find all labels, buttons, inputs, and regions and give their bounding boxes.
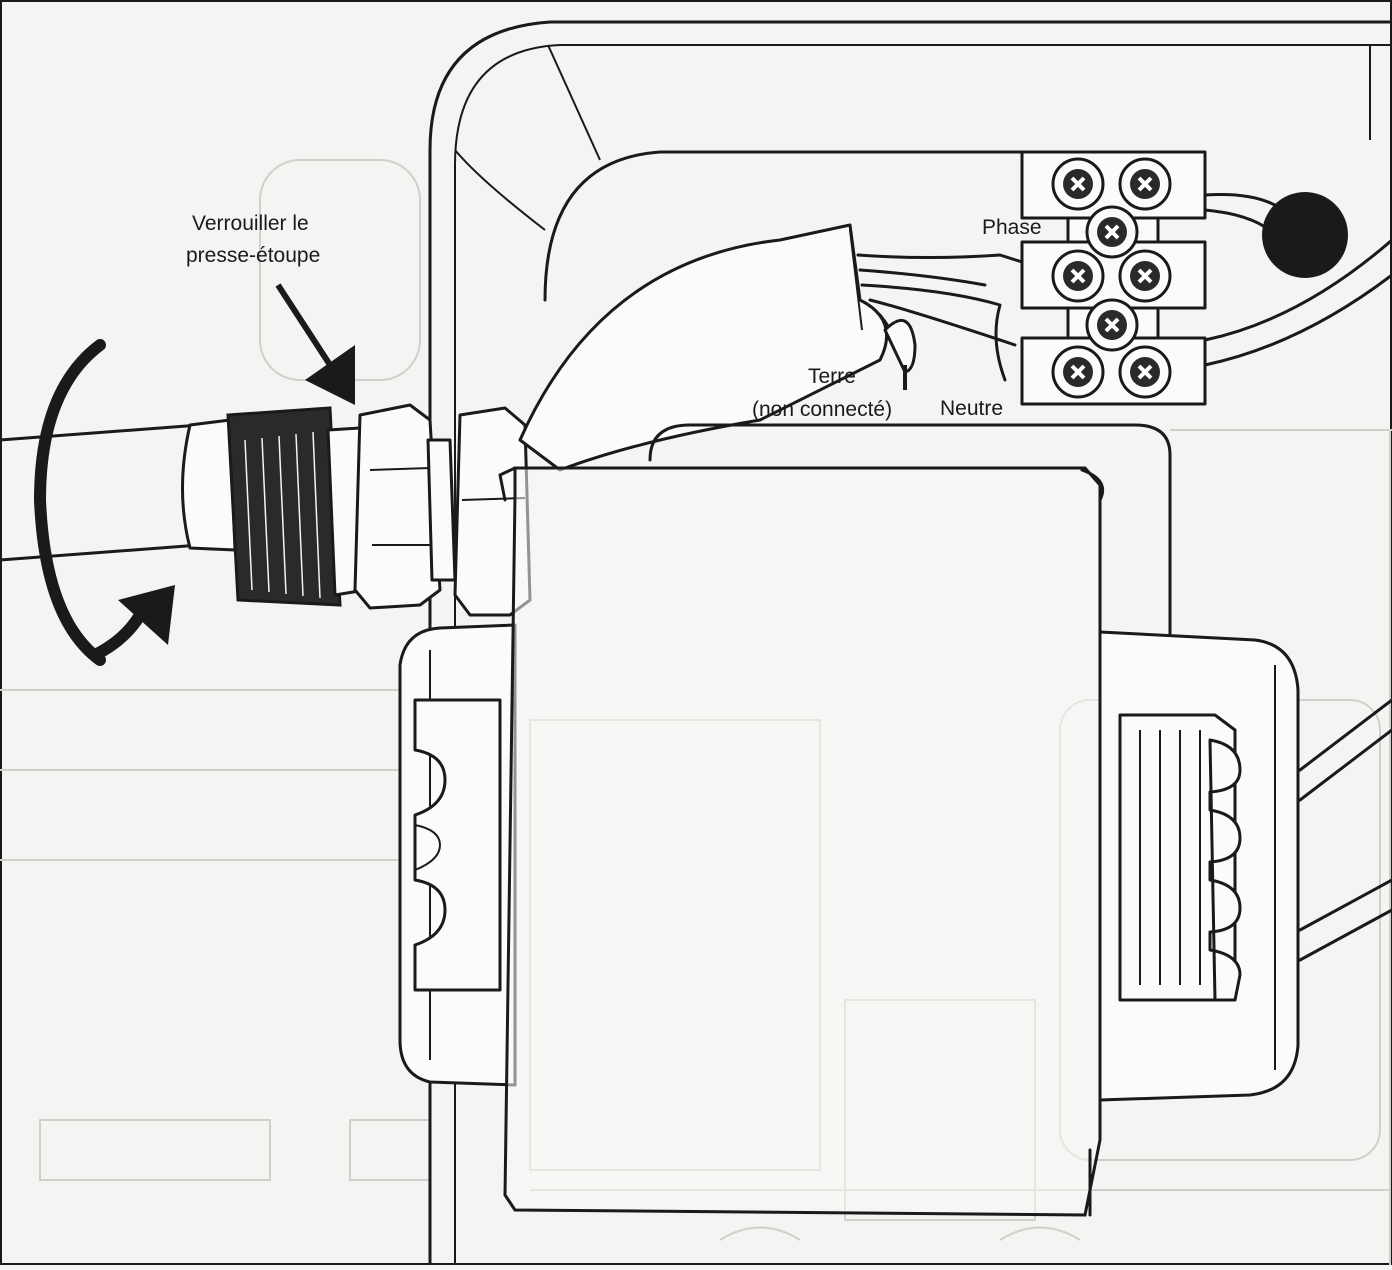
wires (856, 192, 1392, 962)
left-latch (413, 698, 502, 992)
screw-x-icon (1051, 157, 1172, 399)
terminal-block (1020, 150, 1207, 406)
cable-gland (181, 403, 532, 617)
cable-sheath (518, 223, 889, 472)
lock-gland-label-line2: presse-étoupe (186, 244, 320, 267)
module-cover (498, 466, 1105, 1241)
mains-cable (0, 423, 202, 562)
enclosure-housing (428, 20, 1392, 1267)
earth-label-line2: (non connecté) (752, 398, 892, 421)
right-latch (1118, 713, 1242, 1002)
labels: Verrouiller le presse-étoupe Phase Terre… (186, 212, 1042, 421)
earth-label-line1: Terre (808, 365, 856, 388)
phase-label: Phase (982, 216, 1042, 239)
lock-gland-label-line1: Verrouiller le (192, 212, 309, 235)
down-arrow-icon (275, 283, 355, 405)
rotation-arrow-icon (33, 339, 175, 666)
neutral-label: Neutre (940, 397, 1003, 420)
